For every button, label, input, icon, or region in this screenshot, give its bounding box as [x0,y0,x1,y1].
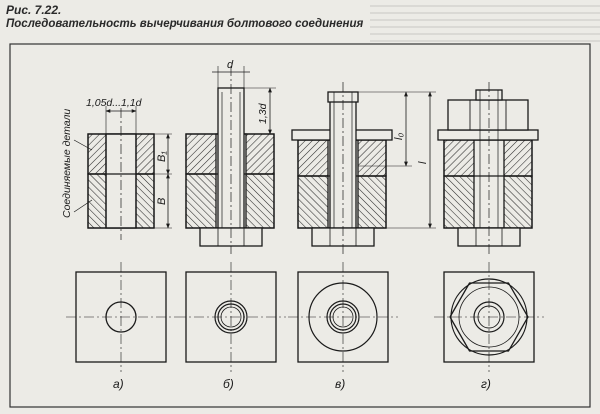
bolt-length-label: l [417,161,429,164]
thickness-b-label: B [156,198,168,205]
figure-title: Последовательность вычерчивания болтовог… [6,17,364,30]
figure-caption: Рис. 7.22. Последовательность вычерчиван… [6,3,364,31]
figure-number: Рис. 7.22. [6,3,62,17]
top-view-b [176,262,286,372]
parts-label: Соединяемые детали [61,109,73,218]
view-d-section [437,89,539,247]
view-a-label: а) [113,377,124,391]
top-view-c [288,262,398,372]
view-b-label: б) [223,377,234,391]
hole-width-label: 1,05d...1,1d [86,97,143,109]
view-c-label: в) [335,377,345,391]
head-offset-label: 1,3d [257,102,269,124]
outer-frame [9,43,591,408]
top-view-a [66,262,176,372]
bolt-diameter-label: d [227,59,234,71]
thread-length-label: l₀ [393,133,405,140]
parts-leader [73,139,93,213]
bleed-through-texture [370,0,600,46]
view-d-label: г) [481,377,491,391]
thickness-b1-label: B₁ [156,151,168,162]
top-view-d [434,262,544,372]
view-c-section [291,91,393,247]
